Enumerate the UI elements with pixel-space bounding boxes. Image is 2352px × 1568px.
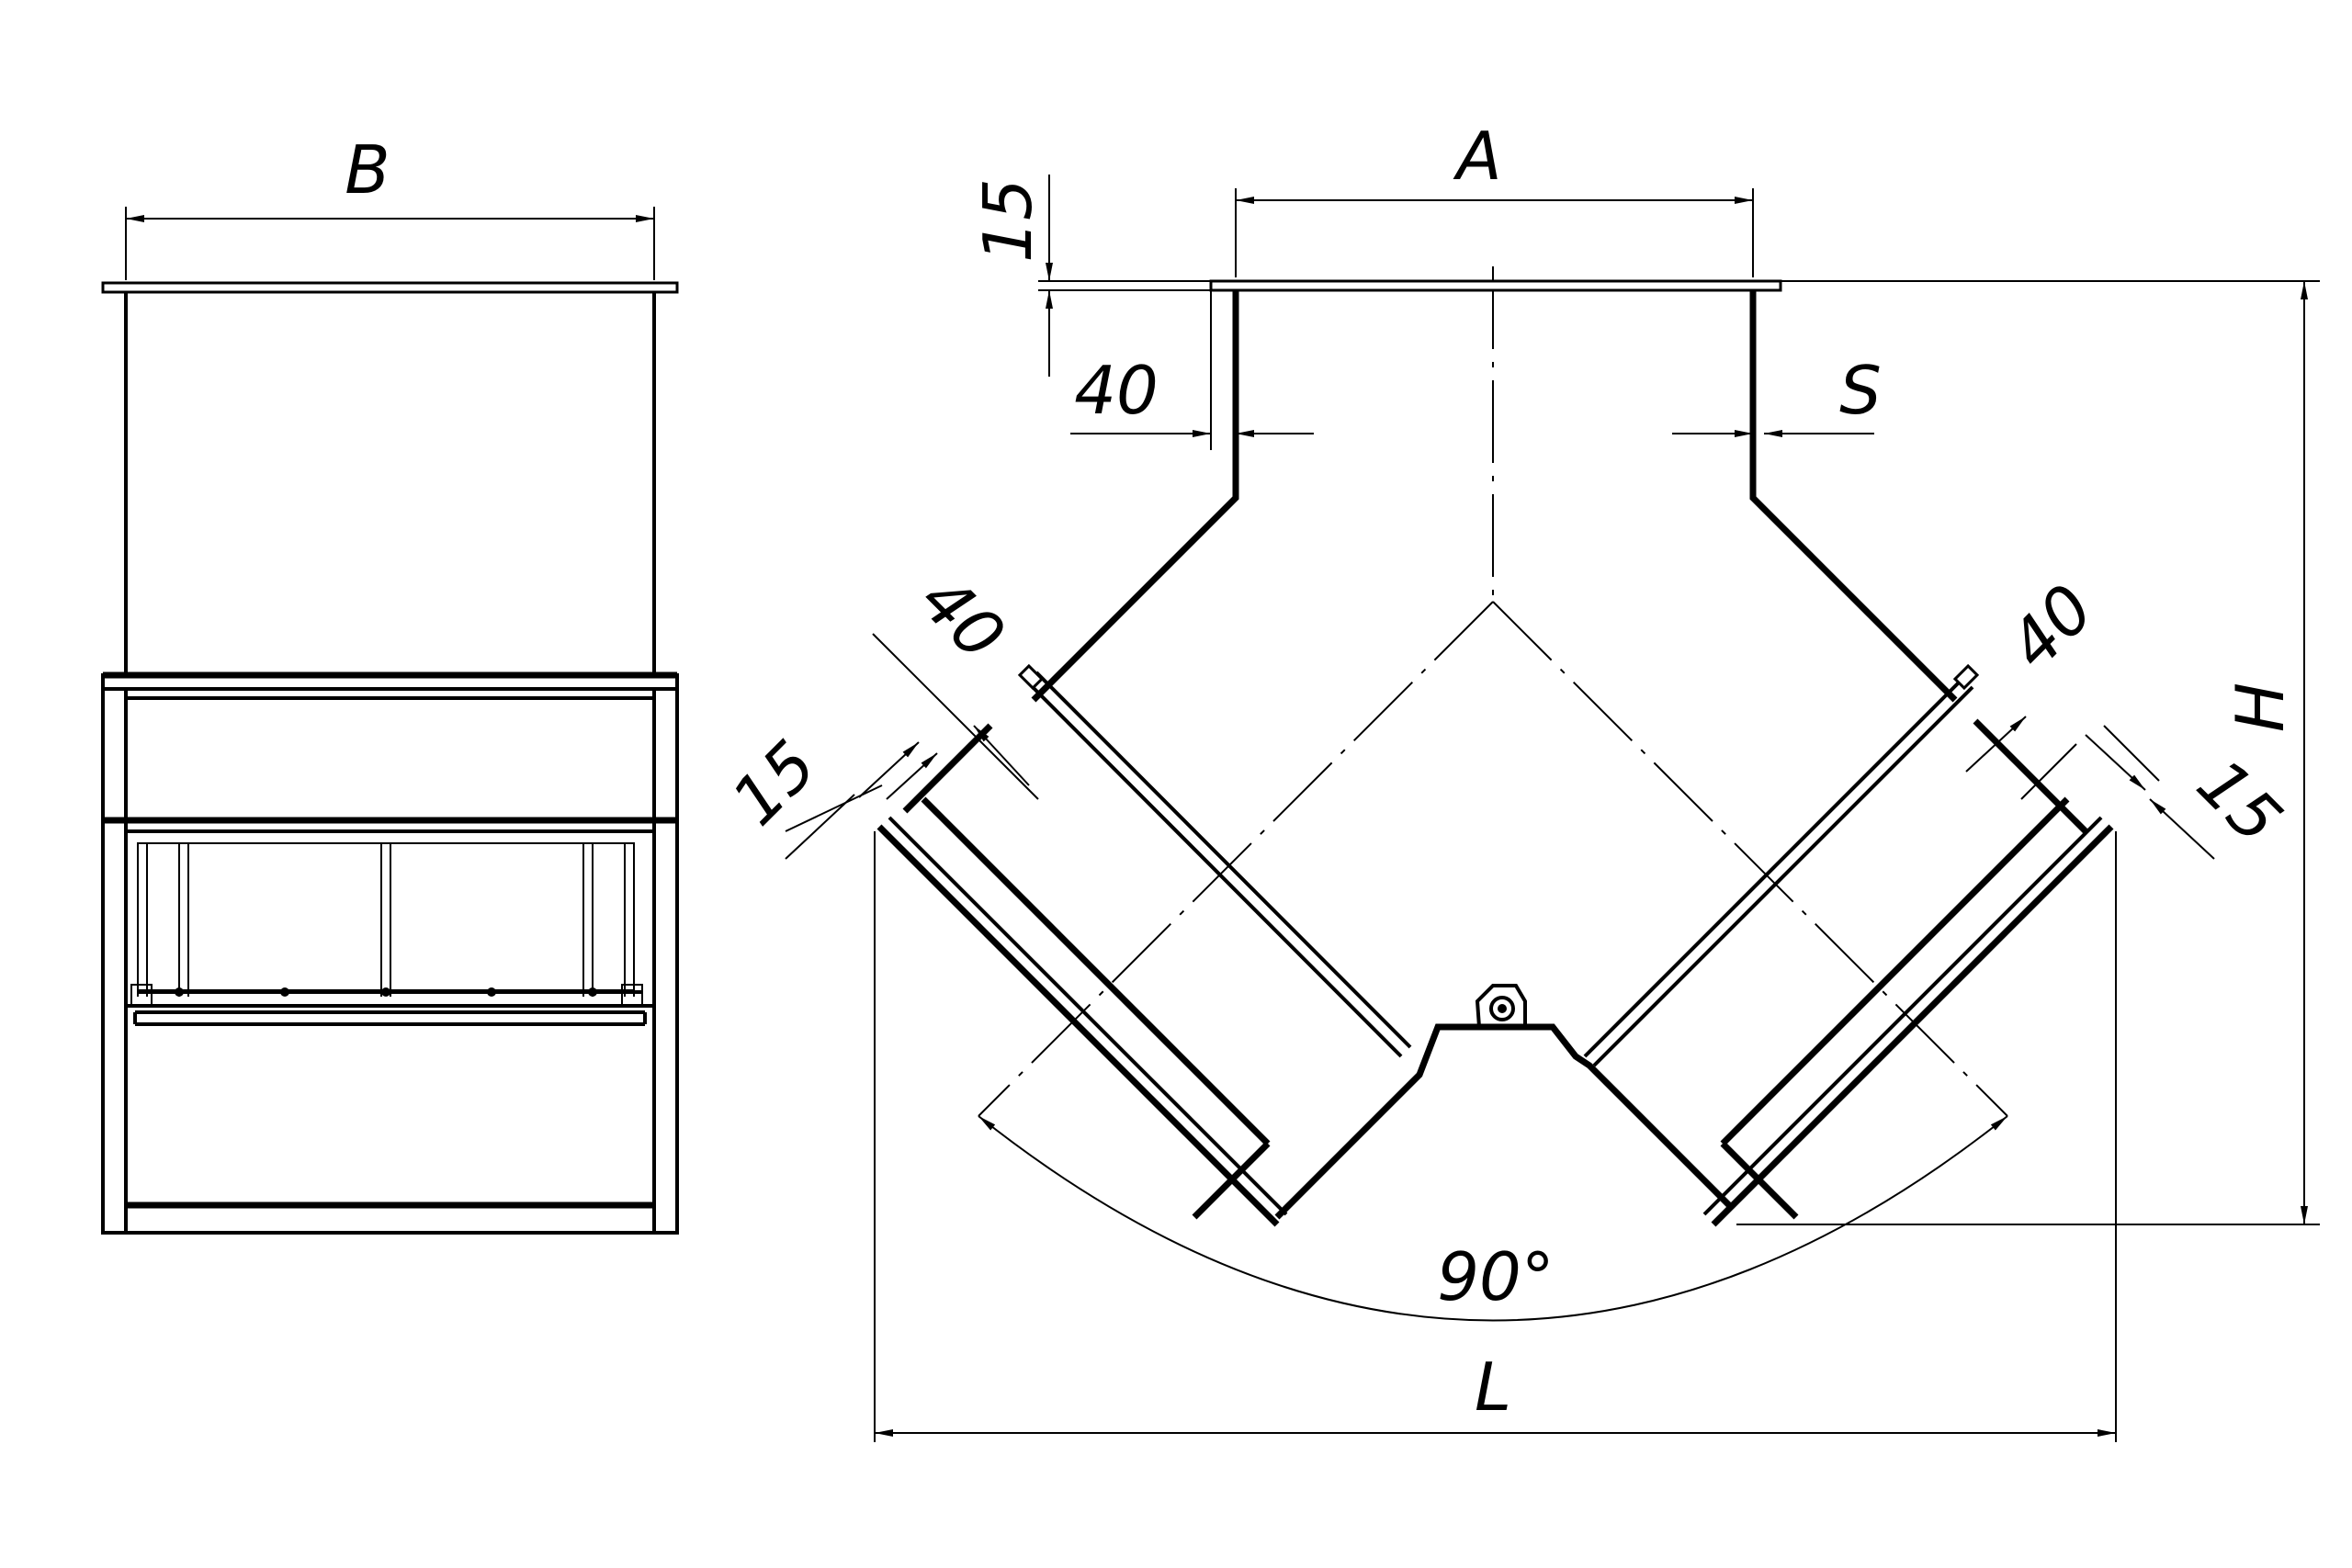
side-top-flange — [101, 281, 679, 294]
dim-label-l: L — [1475, 1348, 1511, 1426]
dim-label-angle: 90° — [1437, 1238, 1555, 1315]
left-branch — [876, 663, 1412, 1227]
dim-label-h: H — [2222, 682, 2299, 732]
lifting-lug — [1475, 984, 1527, 1028]
dim-label-40-right: 40 — [1994, 570, 2108, 683]
front-view: A 15 40 S H L 90° 40 — [717, 118, 2320, 1442]
dim-label-40-top: 40 — [1074, 352, 1159, 429]
dim-label-a: A — [1453, 118, 1501, 195]
side-view: B — [101, 131, 679, 1235]
dim-label-15-right: 15 — [2183, 744, 2297, 858]
dim-label-15-top: 15 — [969, 178, 1046, 263]
dim-label-s: S — [1839, 352, 1882, 429]
top-flange — [1209, 279, 1782, 292]
right-branch — [1583, 663, 2114, 1227]
dim-label-15-left: 15 — [717, 726, 831, 840]
dim-label-b: B — [345, 131, 390, 209]
side-blade-assembly — [130, 842, 643, 1006]
dim-label-40-left: 40 — [906, 560, 1020, 674]
